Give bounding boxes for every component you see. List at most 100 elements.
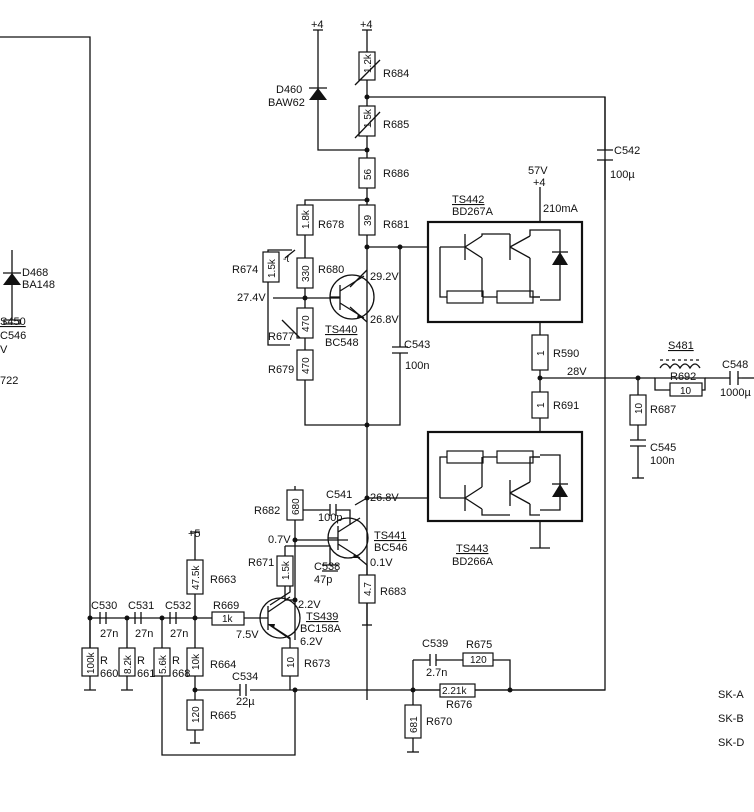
label-ts441: TS441 — [374, 530, 406, 542]
label-r664: R664 — [210, 659, 236, 671]
text-labels: +4 +4 +5 57V +4 D468 BA148 S450 C546 V 7… — [0, 19, 751, 749]
label-r660: R — [100, 655, 108, 667]
value-r671: 1.5k — [281, 560, 292, 580]
label-r660-num: 660 — [100, 668, 118, 680]
label-bc158a: BC158A — [300, 623, 342, 635]
value-r684: 1.2k — [363, 53, 374, 73]
label-c534: C534 — [232, 671, 258, 683]
label-v-cut: V — [0, 344, 8, 356]
value-r677: 470 — [301, 315, 312, 332]
voltage-07: 0.7V — [268, 534, 291, 546]
label-c542: C542 — [614, 145, 640, 157]
value-c542: 100µ — [610, 169, 635, 181]
value-r664: 10k — [191, 653, 202, 670]
supply-symbols — [190, 29, 541, 540]
value-r686: 56 — [363, 168, 374, 180]
label-bd267a: BD267A — [452, 206, 494, 218]
label-ts442: TS442 — [452, 194, 484, 206]
value-r663: 47.5k — [191, 565, 202, 590]
label-r692: R692 — [670, 371, 696, 383]
s481-inductor — [659, 359, 701, 370]
voltage-62: 6.2V — [300, 636, 323, 648]
label-r663: R663 — [210, 574, 236, 586]
label-r684: R684 — [383, 68, 409, 80]
value-c530: 27n — [100, 628, 118, 640]
label-r665: R665 — [210, 710, 236, 722]
label-r661: R — [137, 655, 145, 667]
value-c531: 27n — [135, 628, 153, 640]
label-d468: D468 — [22, 267, 48, 279]
ts442-module — [426, 220, 584, 324]
label-c543: C543 — [404, 339, 430, 351]
label-c539: C539 — [422, 638, 448, 650]
rail-p4-right: +4 — [360, 19, 373, 31]
voltage-28: 28V — [567, 366, 587, 378]
label-r678: R678 — [318, 219, 344, 231]
label-ba148: BA148 — [22, 279, 55, 291]
rail-57v: 57V — [528, 165, 548, 177]
value-r661: 8.2k — [123, 654, 134, 674]
connector-ska: SK-A — [718, 689, 744, 701]
value-r680: 330 — [301, 265, 312, 282]
label-r661-num: 661 — [137, 668, 155, 680]
value-r590: 1 — [536, 350, 547, 356]
ts439-symbol — [259, 596, 301, 640]
label-bc546: BC546 — [374, 542, 408, 554]
label-r590: R590 — [553, 348, 579, 360]
label-s481: S481 — [668, 340, 694, 352]
value-r683: 4.7 — [363, 582, 374, 596]
value-c548: 1000µ — [720, 387, 751, 399]
label-r681: R681 — [383, 219, 409, 231]
label-r668: R — [172, 655, 180, 667]
value-r681: 39 — [363, 214, 374, 226]
voltage-268-bottom: 26.8V — [370, 492, 399, 504]
label-c546: C546 — [0, 330, 26, 342]
label-r675: R675 — [466, 639, 492, 651]
label-r673: R673 — [304, 658, 330, 670]
label-c532: C532 — [165, 600, 191, 612]
label-c548: C548 — [722, 359, 748, 371]
value-c538: 47p — [314, 574, 332, 586]
resistor-bodies — [3, 51, 703, 739]
voltage-292: 29.2V — [370, 271, 399, 283]
label-c530: C530 — [91, 600, 117, 612]
label-ts439: TS439 — [306, 611, 338, 623]
label-d460: D460 — [276, 84, 302, 96]
value-c539: 2.7n — [426, 667, 447, 679]
value-r675: 120 — [470, 655, 487, 666]
voltage-75: 7.5V — [236, 629, 259, 641]
value-r691: 1 — [536, 402, 547, 408]
value-r673: 10 — [286, 656, 297, 668]
value-c541: 100p — [318, 512, 342, 524]
value-c532: 27n — [170, 628, 188, 640]
label-baw62: BAW62 — [268, 97, 305, 109]
label-bd266a: BD266A — [452, 556, 494, 568]
value-r670: 681 — [409, 716, 420, 733]
label-c545: C545 — [650, 442, 676, 454]
label-r691: R691 — [553, 400, 579, 412]
value-r668: 5.6k — [158, 654, 169, 674]
value-r682: 680 — [291, 498, 302, 515]
voltage-01: 0.1V — [370, 557, 393, 569]
capacitor-symbols — [99, 97, 742, 696]
rail-p5: +5 — [188, 528, 201, 540]
label-c541: C541 — [326, 489, 352, 501]
label-r682: R682 — [254, 505, 280, 517]
label-r680: R680 — [318, 264, 344, 276]
label-722: 722 — [0, 375, 18, 387]
value-r685: 1.5k — [363, 108, 374, 128]
label-s450: S450 — [0, 316, 26, 328]
ts441-symbol — [327, 517, 369, 559]
value-c543: 100n — [405, 360, 429, 372]
value-c545: 100n — [650, 455, 674, 467]
value-r687: 10 — [634, 402, 645, 414]
value-c534: 22µ — [236, 696, 255, 708]
rail-57v-plus: +4 — [533, 177, 546, 189]
label-r674-t: -t — [283, 254, 289, 265]
value-r660: 100k — [86, 651, 97, 674]
ts443-module — [426, 430, 584, 523]
label-bc548: BC548 — [325, 337, 359, 349]
voltage-22: 2.2V — [298, 599, 321, 611]
label-r668-num: 668 — [172, 668, 190, 680]
